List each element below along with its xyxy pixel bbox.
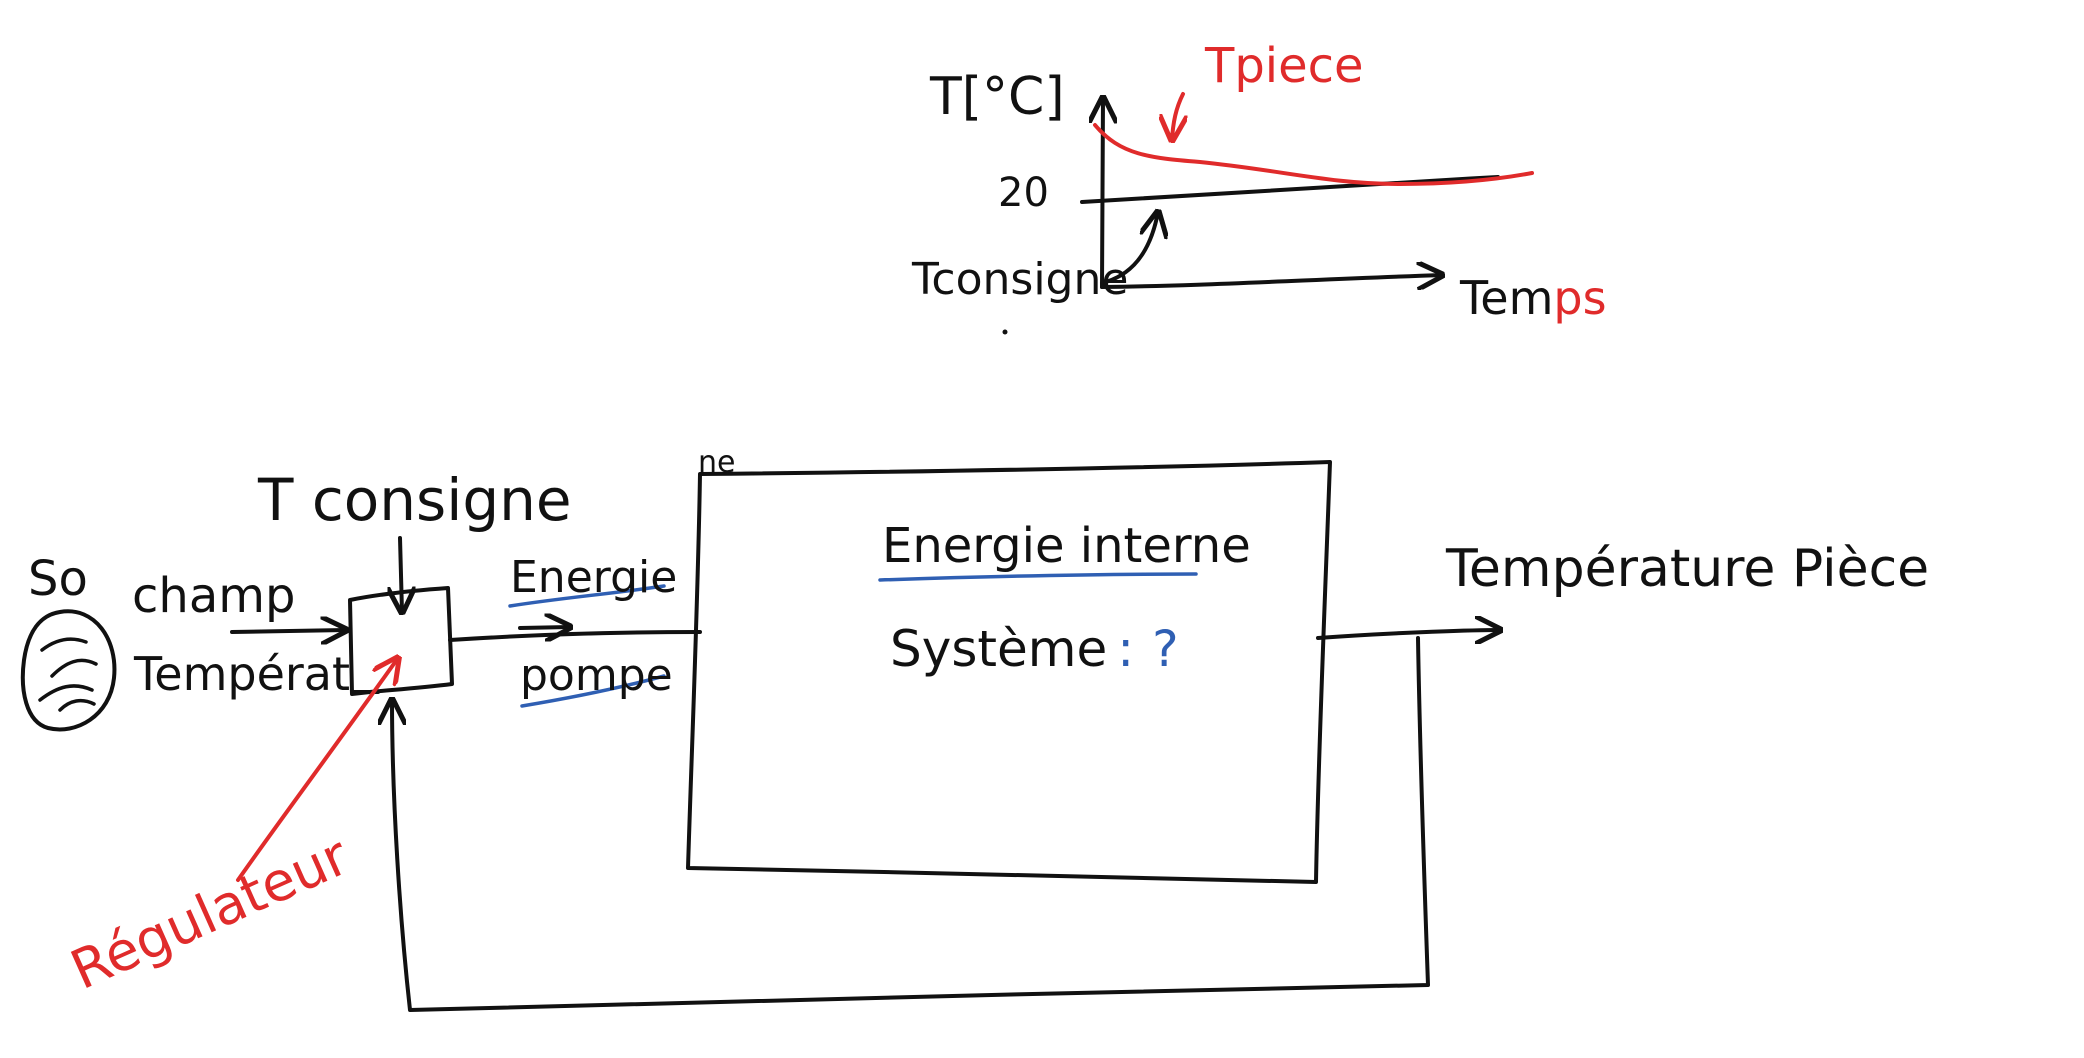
regulator-pointer-arrow <box>236 658 398 882</box>
graph-x-axis-label: Temps <box>1459 271 1607 325</box>
graph-y-axis-label: T[°C] <box>929 67 1065 127</box>
sun-symbol-label: So <box>28 551 88 607</box>
sun-sensor-symbol: So <box>20 551 117 732</box>
graph-y-axis <box>1102 98 1103 289</box>
pump-energy-line <box>448 630 702 642</box>
sun-icon <box>20 609 117 732</box>
graph-label-tpiece: Tpiece <box>1204 38 1364 94</box>
setpoint-input-arrow <box>400 536 402 612</box>
setpoint-line <box>1080 175 1500 204</box>
output-label: Température Pièce <box>1445 539 1929 599</box>
room-temperature-curve <box>1093 123 1534 187</box>
feedback-loop <box>392 636 1430 1012</box>
energy-underline <box>508 584 666 608</box>
field-label-line2: Températ <box>133 647 350 701</box>
output-arrow <box>1316 630 1500 638</box>
graph-value-20: 20 <box>998 170 1049 216</box>
consigne-pointer-arrow <box>1100 212 1158 285</box>
sun-icon-scribble <box>38 637 98 712</box>
regulator-label: Régulateur <box>62 824 359 1002</box>
pump-label: pompe <box>520 650 673 701</box>
setpoint-label: T consigne <box>257 466 572 534</box>
piece-pointer-arrow <box>1172 92 1183 140</box>
control-block-diagram: So T consigne champ Températ Energie pom… <box>20 445 1929 1012</box>
stray-dot <box>1002 329 1008 335</box>
pump-energy-arrow <box>518 627 570 628</box>
field-label-line1: champ <box>132 568 295 624</box>
system-title-underline <box>878 572 1198 582</box>
pump-underline <box>520 674 666 708</box>
field-input-arrow <box>230 630 346 632</box>
system-label: Système:? <box>890 620 1179 678</box>
temperature-graph: T[°C] 20 Tpiece Tconsigne Temps <box>911 38 1607 335</box>
graph-x-axis <box>1100 275 1442 287</box>
energy-label: Energie <box>510 552 677 603</box>
graph-label-tconsigne: Tconsigne <box>911 254 1128 305</box>
system-box <box>686 460 1332 884</box>
system-title: Energie interne <box>882 518 1251 574</box>
box-corner-fragment: ne <box>698 445 735 480</box>
regulator-box <box>348 586 454 696</box>
